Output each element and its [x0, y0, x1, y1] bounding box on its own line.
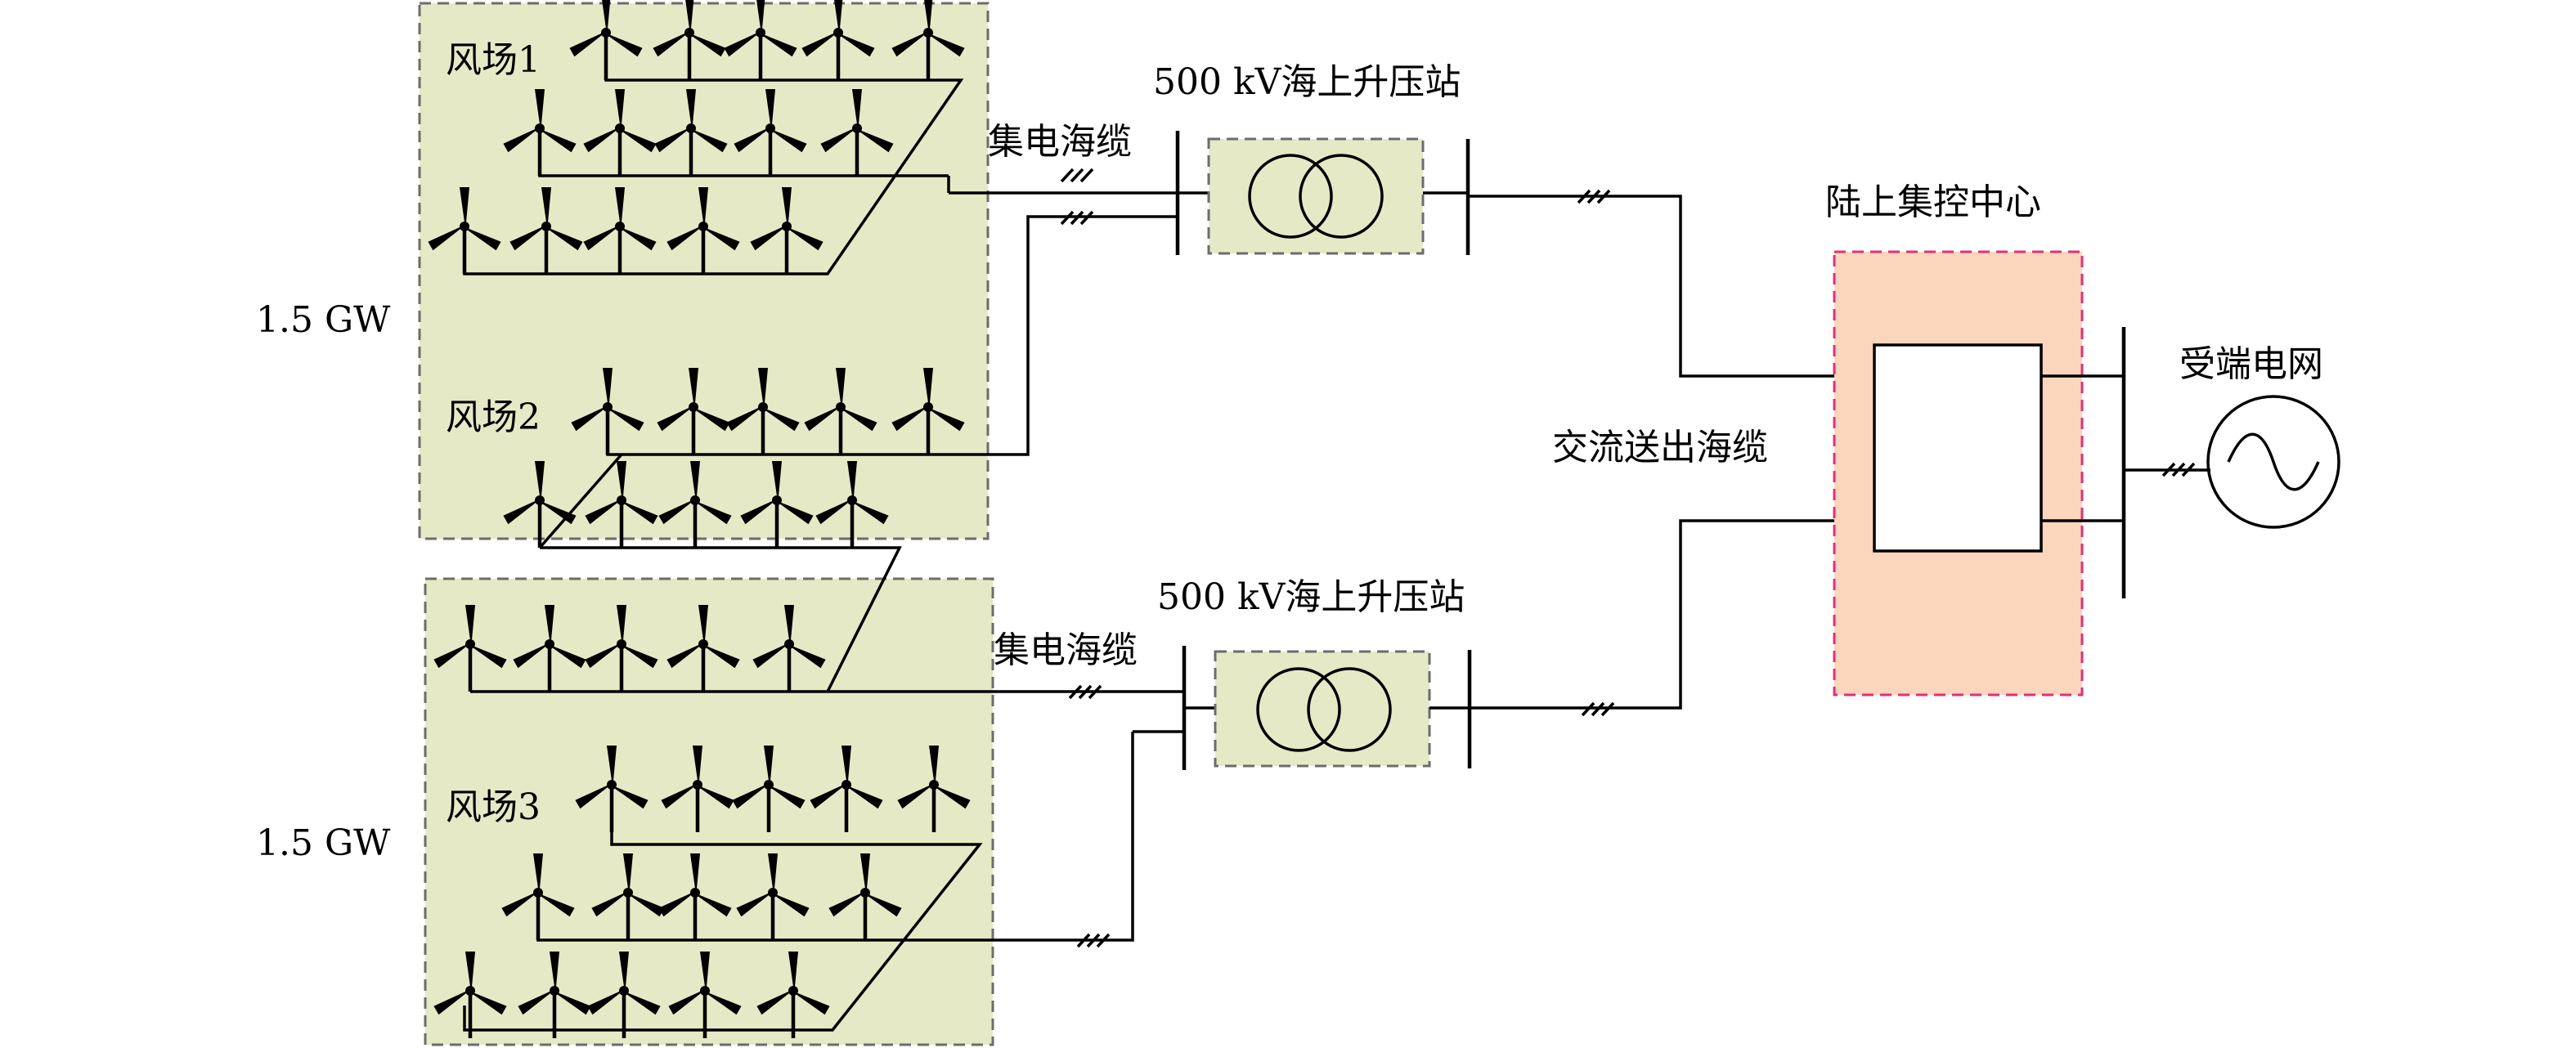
collector-cable-label-bottom: 集电海缆 [994, 629, 1138, 671]
control-center-label: 陆上集控中心 [1825, 181, 2041, 223]
capacity-label-bottom: 1.5 GW [256, 822, 391, 864]
offshore-substation-top: 500 kV海上升压站 [1153, 61, 1470, 255]
farm-label-1: 风场1 [446, 39, 541, 81]
export-cables [1468, 195, 1874, 710]
offshore-substation-bottom: 500 kV海上升压站 [1133, 576, 1472, 770]
onshore-control-center: 陆上集控中心 [1825, 181, 2124, 696]
farm-label-3: 风场3 [446, 786, 541, 828]
farm-label-2: 风场2 [446, 396, 541, 438]
substation-label-bottom: 500 kV海上升压站 [1157, 576, 1465, 618]
ac-source-icon [2206, 395, 2340, 529]
collector-cable-label-top: 集电海缆 [988, 121, 1132, 163]
receiving-grid: 受端电网 [2121, 327, 2340, 598]
receiving-grid-label: 受端电网 [2179, 343, 2323, 385]
wind-farm-box-3 [424, 577, 994, 1046]
export-cable-label: 交流送出海缆 [1552, 427, 1768, 468]
capacity-label-top: 1.5 GW [256, 299, 391, 341]
substation-label-top: 500 kV海上升压站 [1153, 61, 1461, 103]
